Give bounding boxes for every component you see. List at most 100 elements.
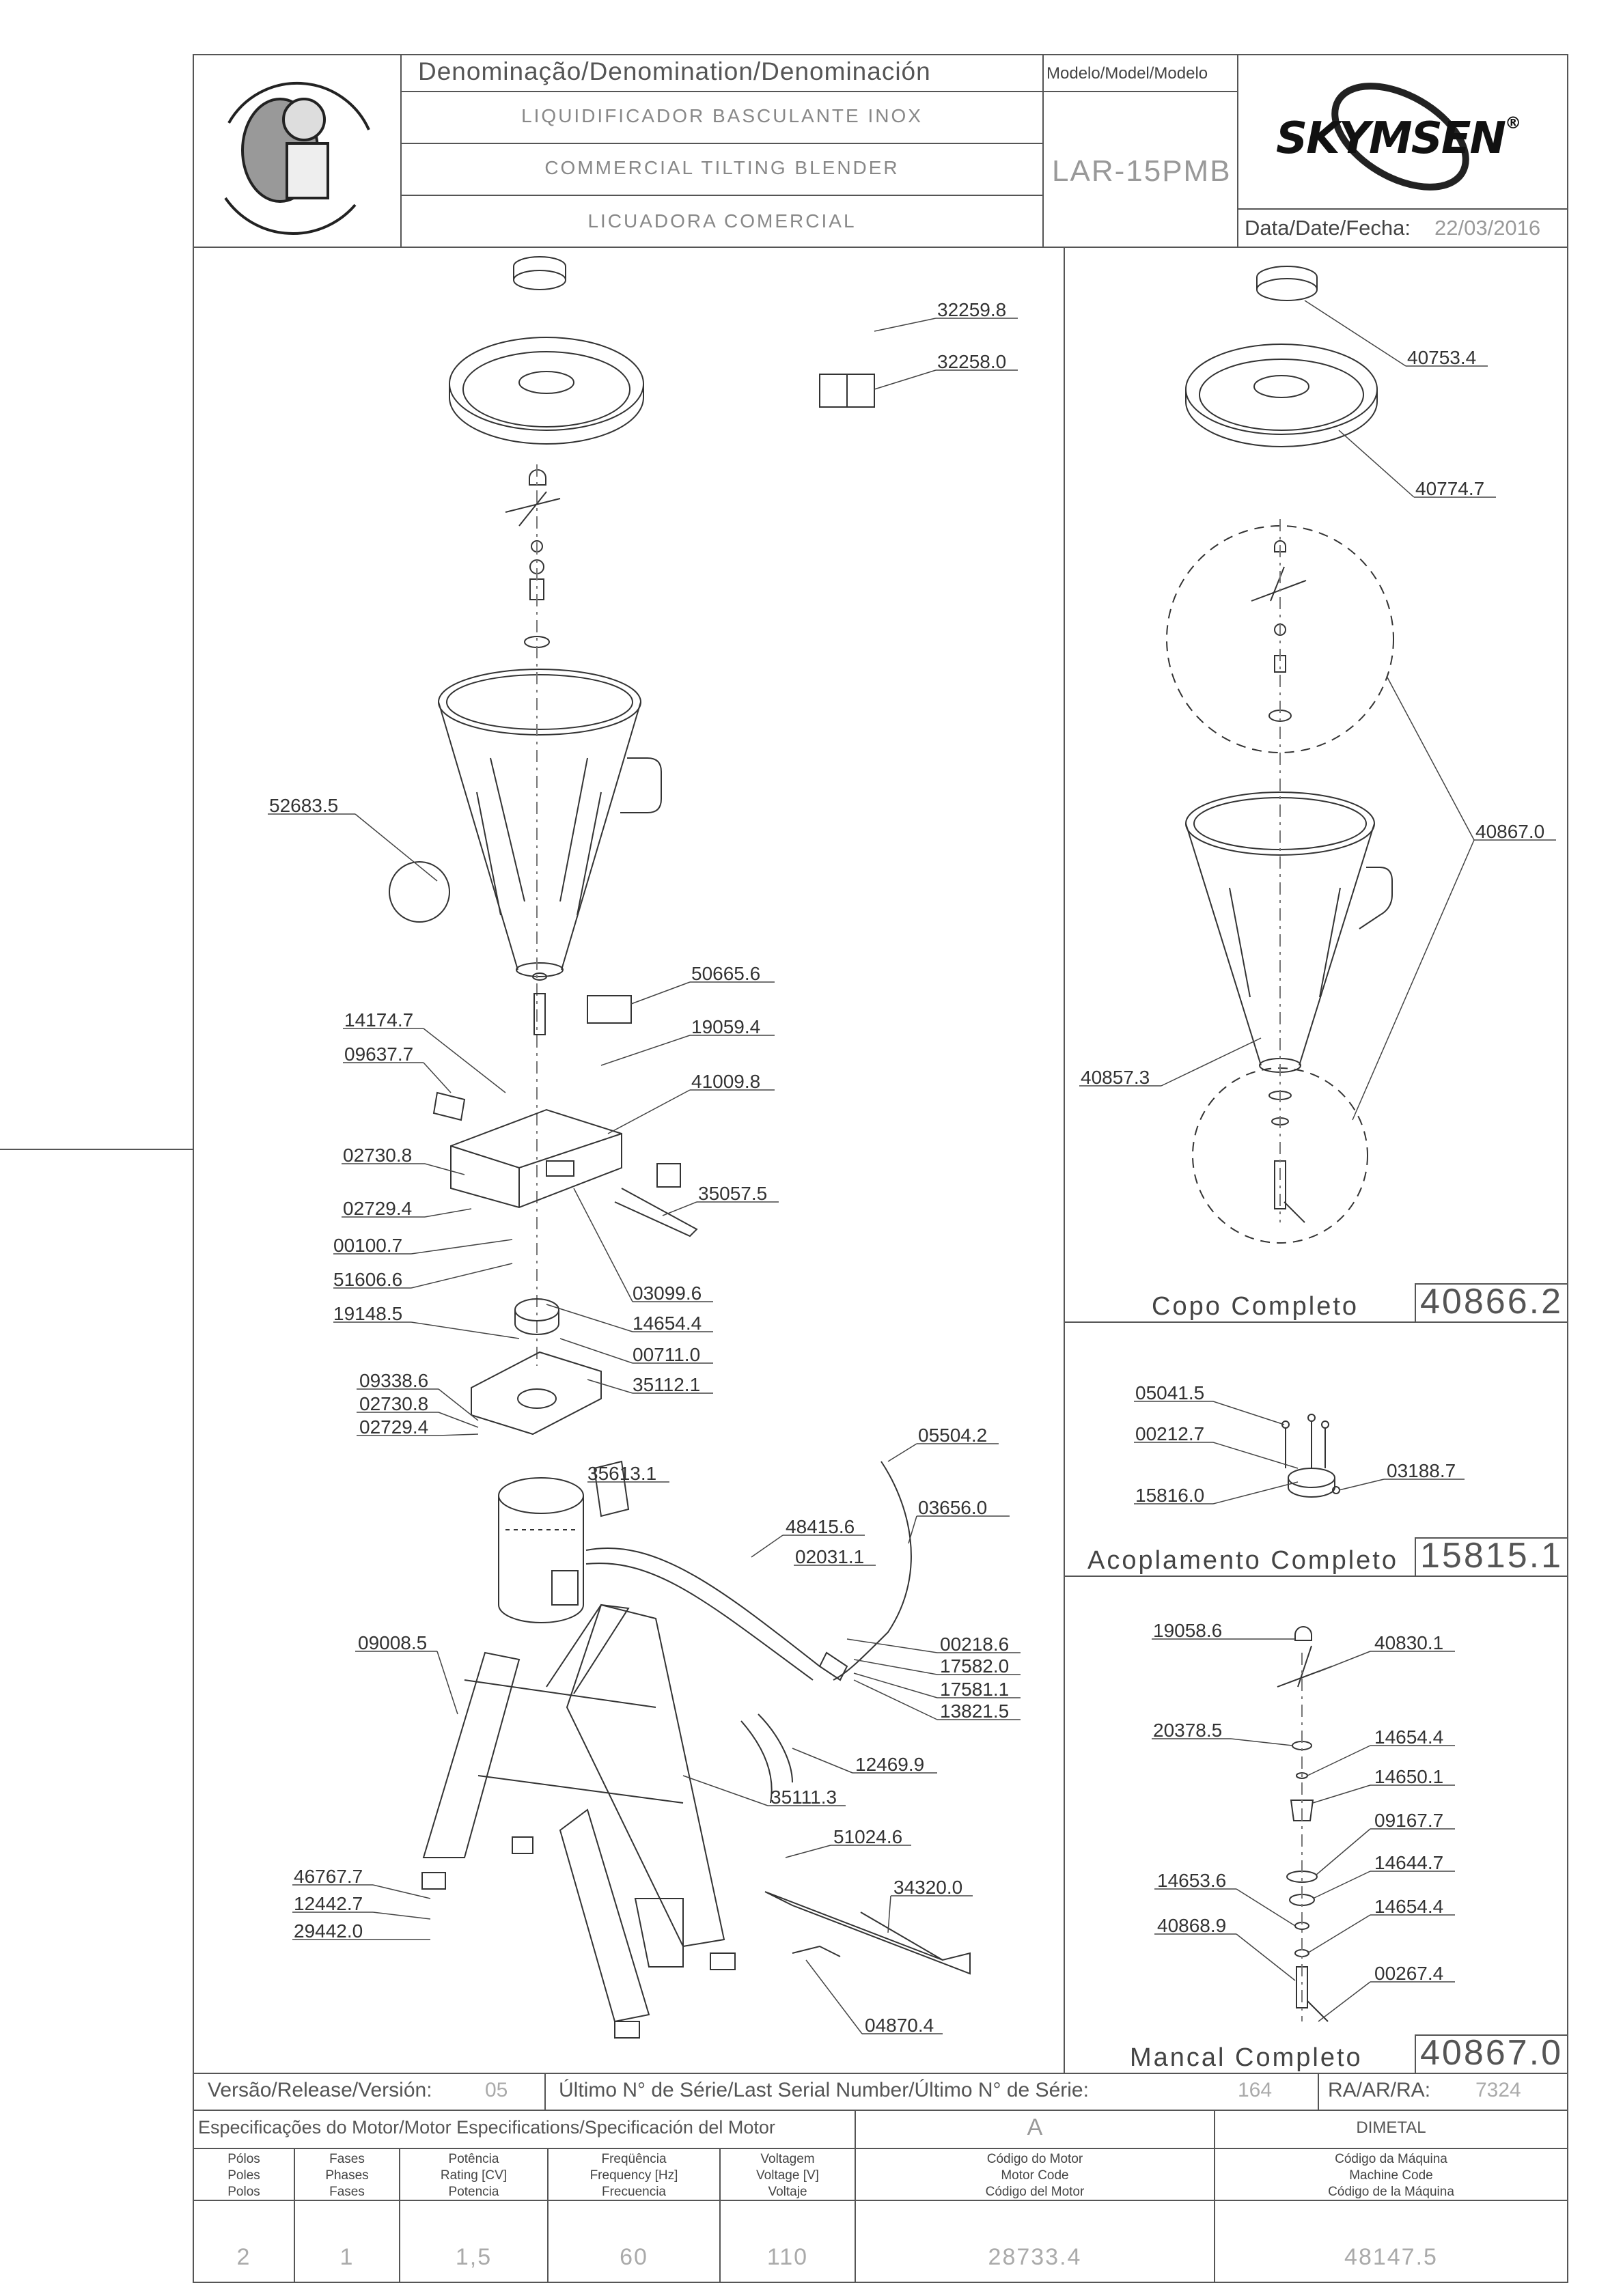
part-label: 51606.6	[333, 1269, 403, 1290]
leader-lines	[268, 300, 1556, 2034]
motor-spec-value: 2	[236, 2244, 251, 2270]
mancal-part-label: 14654.4	[1374, 1896, 1444, 1917]
copo-part-label: 40753.4	[1407, 347, 1477, 368]
acoplamento-part-label: 00212.7	[1135, 1423, 1205, 1444]
motor-spec-header-line: Fases	[329, 2152, 365, 2166]
part-label: 35057.5	[698, 1183, 768, 1204]
part-label: 03656.0	[918, 1497, 988, 1518]
mancal-part-label: 14644.7	[1374, 1852, 1444, 1873]
motor-spec-header-line: Voltaje	[768, 2185, 807, 2199]
motor-spec-header-line: Motor Code	[1001, 2168, 1069, 2183]
motor-spec-header-line: Fases	[329, 2185, 365, 2199]
part-label: 41009.8	[691, 1071, 761, 1092]
motor-spec-header-line: Frequency [Hz]	[589, 2168, 678, 2183]
ra-label: RA/AR/RA:	[1328, 2079, 1431, 2101]
motor-spec-header-line: Código da Máquina	[1335, 2152, 1447, 2166]
product-name-en: COMMERCIAL TILTING BLENDER	[544, 157, 900, 178]
motor-spec-value: 1,5	[455, 2244, 493, 2270]
part-label: 12469.9	[855, 1754, 925, 1775]
mancal-part-label: 14650.1	[1374, 1766, 1444, 1787]
main-exploded-view	[389, 256, 971, 2039]
mancal-part-label: 40868.9	[1157, 1915, 1227, 1936]
acoplamento-code: 15815.1	[1420, 1536, 1563, 1576]
product-name-pt: LIQUIDIFICADOR BASCULANTE INOX	[521, 105, 923, 126]
part-label: 09008.5	[358, 1632, 428, 1653]
part-label: 09637.7	[344, 1044, 414, 1065]
sheet-border	[193, 54, 1568, 2283]
product-name-es: LICUADORA COMERCIAL	[587, 210, 857, 232]
copo-title: Copo Completo	[1152, 1292, 1359, 1321]
copo-exploded-view	[1166, 266, 1394, 1244]
model-value: LAR-15PMB	[1052, 154, 1232, 188]
part-label: 19059.4	[691, 1016, 761, 1037]
motor-spec-label: Especificações do Motor/Motor Especifica…	[198, 2117, 775, 2138]
motor-class: A	[1027, 2114, 1043, 2140]
motor-spec-header-line: Código del Motor	[985, 2185, 1085, 2199]
mancal-part-label: 00267.4	[1374, 1963, 1444, 1984]
motor-spec-header-line: Machine Code	[1349, 2168, 1433, 2183]
motor-spec-header-line: Potencia	[448, 2185, 499, 2199]
part-label: 02730.8	[343, 1145, 413, 1166]
motor-spec-header-line: Polos	[227, 2185, 260, 2199]
motor-spec-header-line: Voltage [V]	[756, 2168, 819, 2183]
date-label: Data/Date/Fecha:	[1245, 216, 1411, 240]
part-label: 00711.0	[633, 1344, 701, 1365]
motor-spec-header-line: Freqüência	[601, 2152, 667, 2166]
mancal-part-label: 40830.1	[1374, 1632, 1444, 1653]
mancal-part-label: 20378.5	[1153, 1720, 1223, 1741]
motor-spec-header-line: Pólos	[227, 2152, 260, 2166]
part-label: 02031.1	[795, 1546, 865, 1567]
motor-spec-header-line: Phases	[325, 2168, 369, 2183]
copo-part-label: 40857.3	[1081, 1067, 1150, 1088]
mancal-code: 40867.0	[1420, 2033, 1563, 2073]
part-label: 02729.4	[343, 1198, 413, 1219]
motor-spec-header-line: Código de la Máquina	[1328, 2185, 1454, 2199]
part-label: 17581.1	[940, 1679, 1010, 1700]
motor-spec-header-line: Código do Motor	[986, 2152, 1083, 2166]
part-label: 48415.6	[786, 1516, 855, 1537]
part-label: 32259.8	[937, 299, 1007, 320]
motor-spec-header-line: Voltagem	[760, 2152, 815, 2166]
date-value: 22/03/2016	[1434, 216, 1541, 240]
motor-spec-header-line: Rating [CV]	[440, 2168, 508, 2183]
motor-spec-header-line: Potência	[448, 2152, 499, 2166]
version-label: Versão/Release/Versión:	[208, 2079, 432, 2101]
part-label: 04870.4	[865, 2015, 934, 2036]
part-label: 13821.5	[940, 1700, 1010, 1722]
part-label: 14174.7	[344, 1009, 414, 1031]
part-label: 12442.7	[294, 1893, 363, 1914]
part-label: 51024.6	[833, 1826, 903, 1847]
part-label: 35613.1	[587, 1463, 657, 1484]
motor-spec-value: 110	[766, 2244, 809, 2270]
skymsen-logo-swoosh	[1331, 83, 1469, 191]
copo-part-label: 40867.0	[1475, 821, 1545, 842]
part-label: 19148.5	[333, 1303, 403, 1324]
brand-logo: SKYMSEN®	[1276, 113, 1521, 164]
acoplamento-part-label: 03188.7	[1387, 1460, 1456, 1481]
acoplamento-exploded-view	[1281, 1414, 1340, 1498]
serial-value: 164	[1238, 2079, 1273, 2101]
part-label: 34320.0	[893, 1877, 963, 1898]
part-label: 32258.0	[937, 351, 1007, 372]
motor-spec-value: 28733.4	[988, 2244, 1082, 2270]
motor-spec-header-line: Frecuencia	[602, 2185, 666, 2199]
part-label: 14654.4	[633, 1313, 702, 1334]
part-label: 29442.0	[294, 1920, 363, 1942]
motor-spec-value: 48147.5	[1344, 2244, 1438, 2270]
part-label: 05504.2	[918, 1425, 988, 1446]
part-label: 02729.4	[359, 1416, 429, 1438]
part-label: 35111.3	[771, 1787, 837, 1808]
motor-spec-header-line: Poles	[227, 2168, 260, 2183]
part-label: 17582.0	[940, 1655, 1010, 1677]
denomination-label: Denominação/Denomination/Denominación	[418, 57, 931, 85]
serial-label: Último N° de Série/Last Serial Number/Úl…	[559, 2079, 1089, 2101]
part-label: 09338.6	[359, 1370, 429, 1391]
ra-value: 7324	[1475, 2079, 1521, 2101]
copo-part-label: 40774.7	[1415, 478, 1485, 499]
mancal-part-label: 14653.6	[1157, 1870, 1227, 1891]
